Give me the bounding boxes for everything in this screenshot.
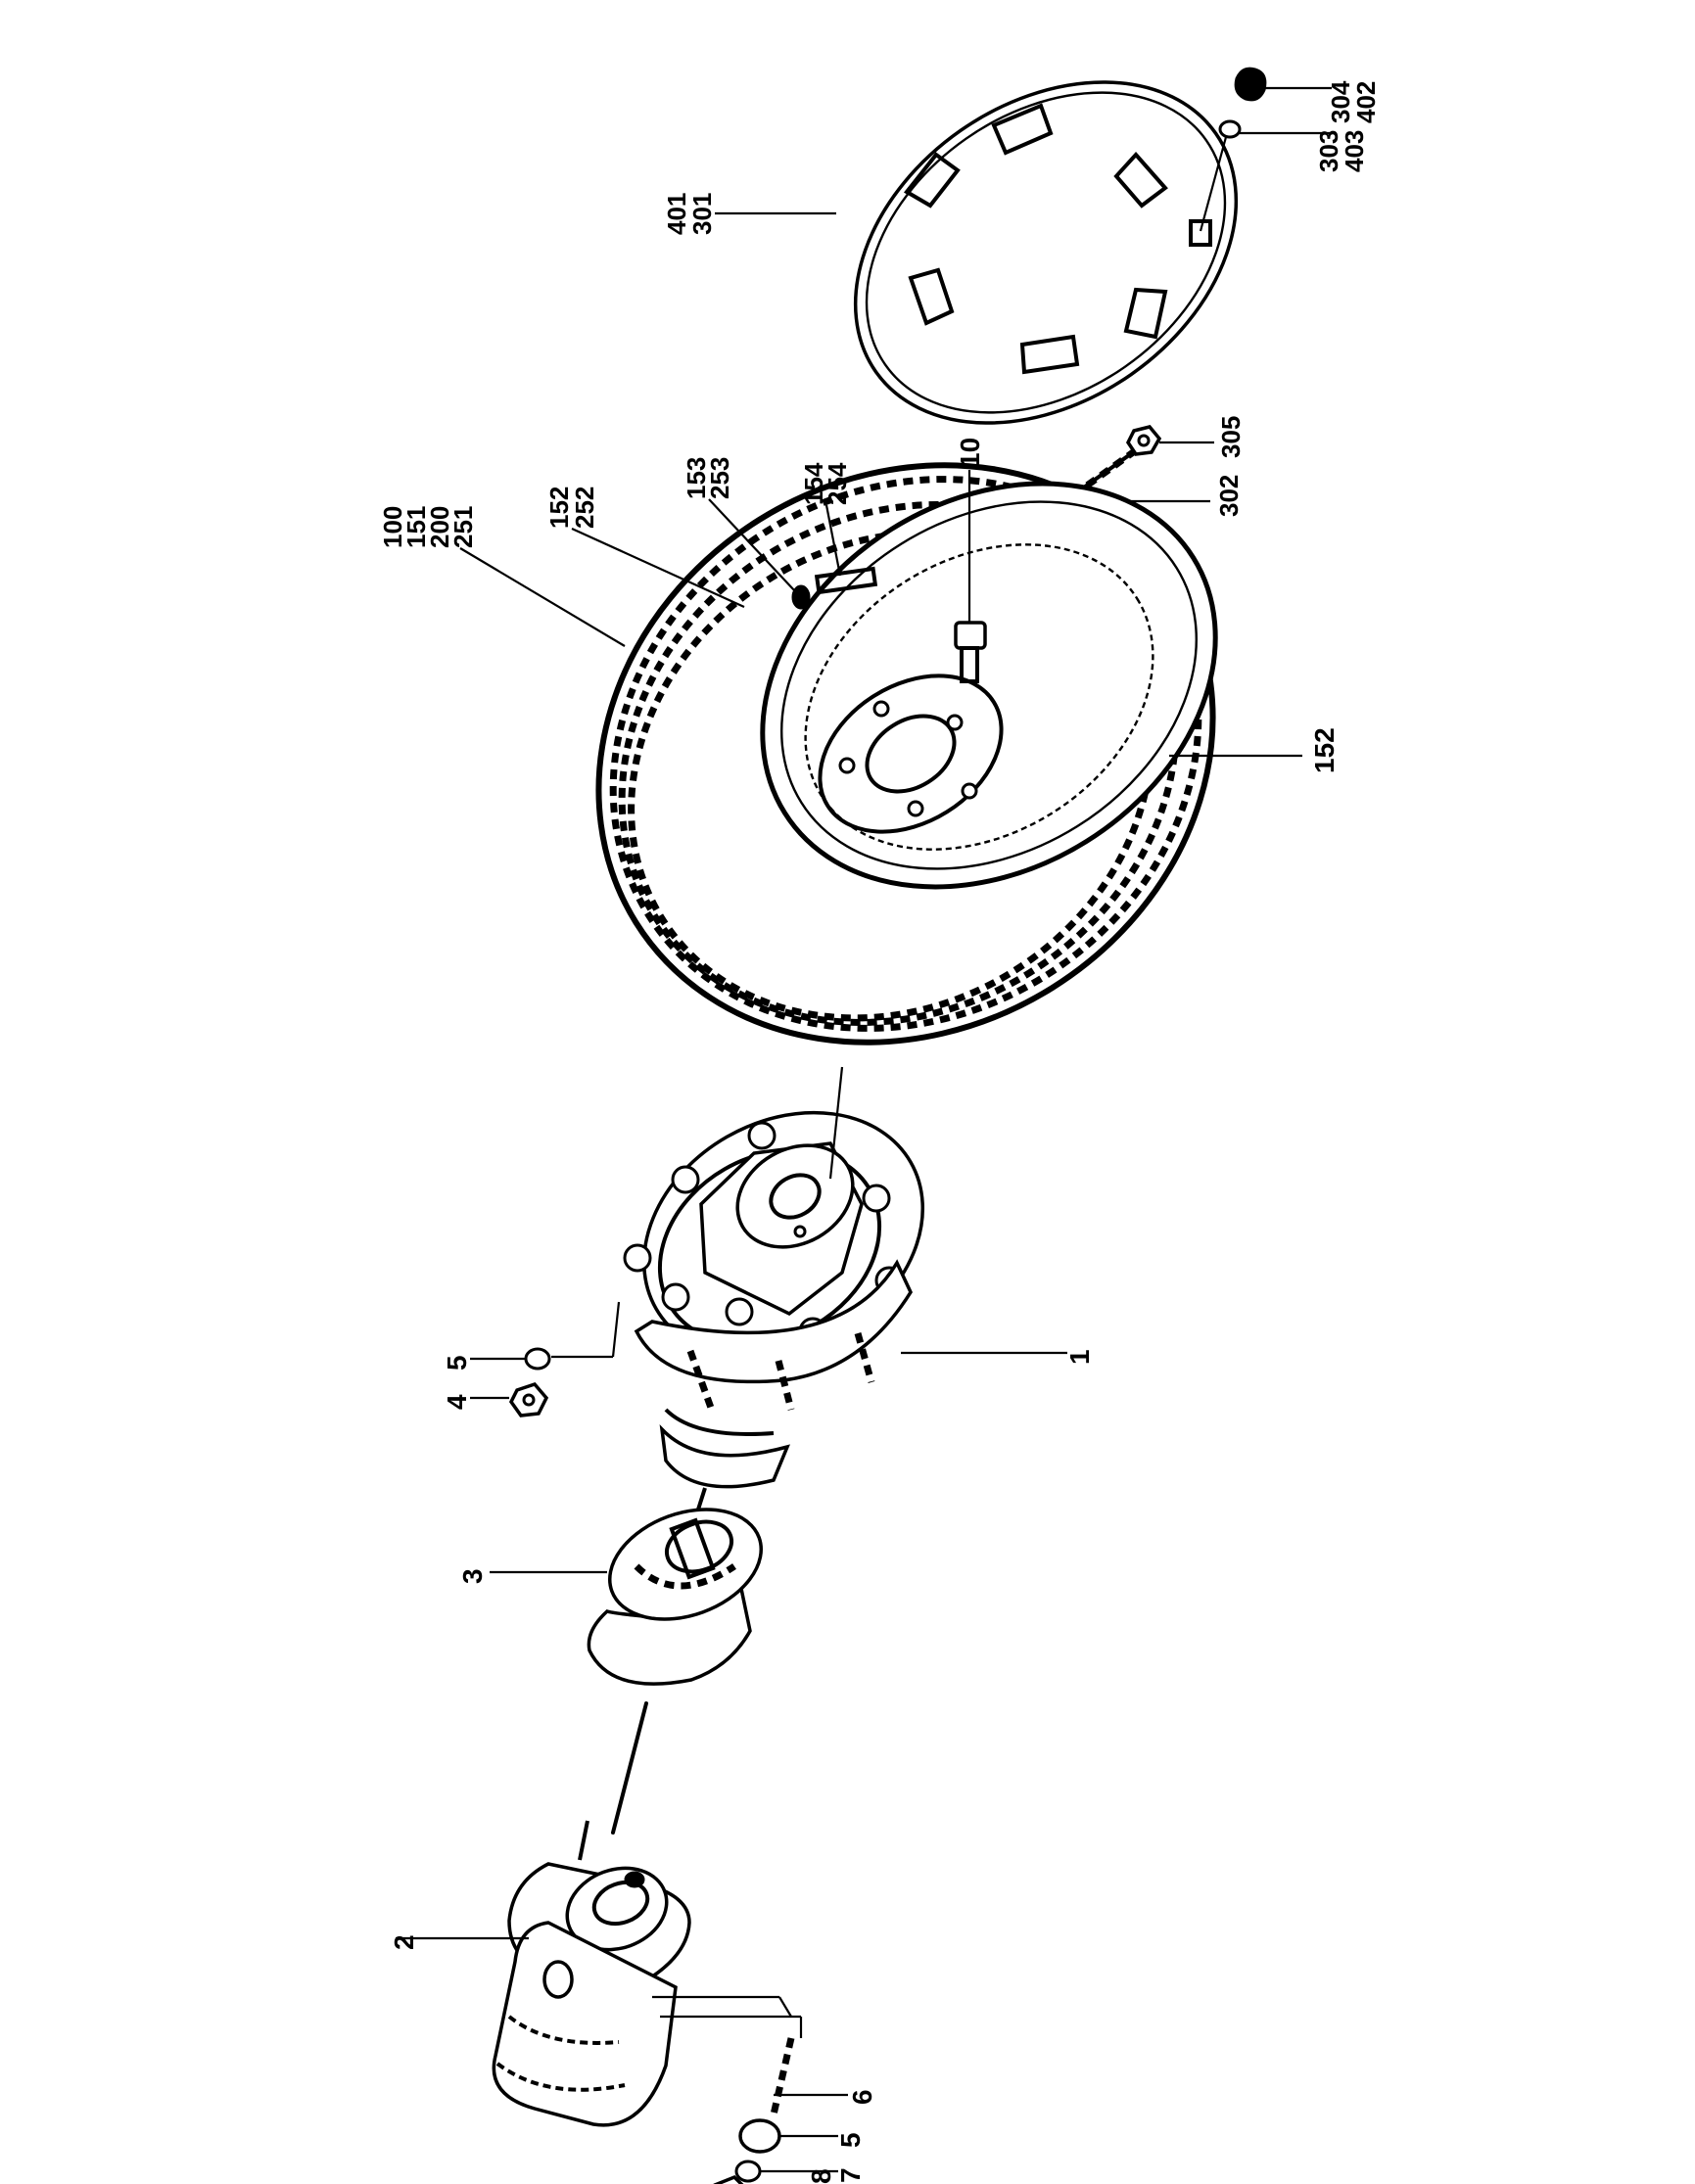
callout-100: 100 [378, 506, 407, 548]
callout-305: 305 [1216, 416, 1246, 458]
callout-151: 151 [401, 506, 431, 548]
callout-3: 3 [457, 1568, 488, 1584]
final-drive [587, 1508, 764, 1686]
callout-403: 403 [1340, 130, 1369, 172]
cover-cap [1234, 67, 1267, 102]
callout-402: 402 [1351, 81, 1381, 123]
callout-301: 301 [687, 193, 717, 235]
callout-4: 4 [442, 1394, 472, 1410]
callout-252: 252 [570, 487, 599, 529]
callout-8: 8 [806, 2168, 836, 2184]
hub-nut-icon [508, 1381, 549, 1417]
callout-152: 152 [544, 487, 574, 529]
valve-icon [791, 584, 811, 610]
hook-nut-icon [1125, 425, 1162, 456]
callout-5-hub: 5 [442, 1355, 472, 1371]
callout-152-lower: 152 [1309, 727, 1340, 773]
label-valve: 153 253 [682, 457, 734, 499]
callout-200: 200 [425, 506, 454, 548]
callout-6: 6 [847, 2089, 877, 2105]
callout-254: 254 [823, 462, 852, 505]
callout-154: 154 [799, 462, 828, 505]
hub-washer-icon [524, 1347, 551, 1371]
callout-2: 2 [389, 1934, 419, 1950]
callout-253: 253 [705, 457, 734, 499]
label-tyre: 100 151 200 251 [378, 506, 478, 548]
callout-5-motor: 5 [835, 2132, 866, 2148]
tyre-and-rim [595, 462, 1218, 1046]
cover-washer-icon [1218, 119, 1242, 139]
callout-303: 303 [1314, 130, 1343, 172]
callout-304: 304 [1326, 80, 1355, 123]
label-plate [814, 566, 878, 595]
callout-302: 302 [1214, 475, 1244, 517]
label-cover-disc: 401 301 [662, 193, 717, 235]
callout-251: 251 [448, 506, 478, 548]
label-cover-cap: 304 402 [1326, 80, 1381, 123]
motor-washer-icon [738, 2118, 781, 2154]
motor-stud [770, 2037, 795, 2115]
label-plate-callouts: 154 254 [799, 462, 852, 505]
label-rim: 152 252 [544, 487, 599, 529]
spring-washer-icon [734, 2160, 762, 2183]
wheel-cover-disc [853, 80, 1239, 425]
label-cover-washer: 303 403 [1314, 130, 1369, 172]
cover-clip [1189, 219, 1212, 247]
motor-nut-icon [713, 2174, 744, 2184]
callout-1: 1 [1064, 1349, 1095, 1365]
callout-153: 153 [682, 457, 711, 499]
hydraulic-motor [492, 1862, 691, 2127]
wheel-hub [623, 1110, 925, 1489]
callout-7: 7 [835, 2167, 866, 2183]
callout-401: 401 [662, 193, 691, 235]
callout-10: 10 [955, 438, 985, 468]
